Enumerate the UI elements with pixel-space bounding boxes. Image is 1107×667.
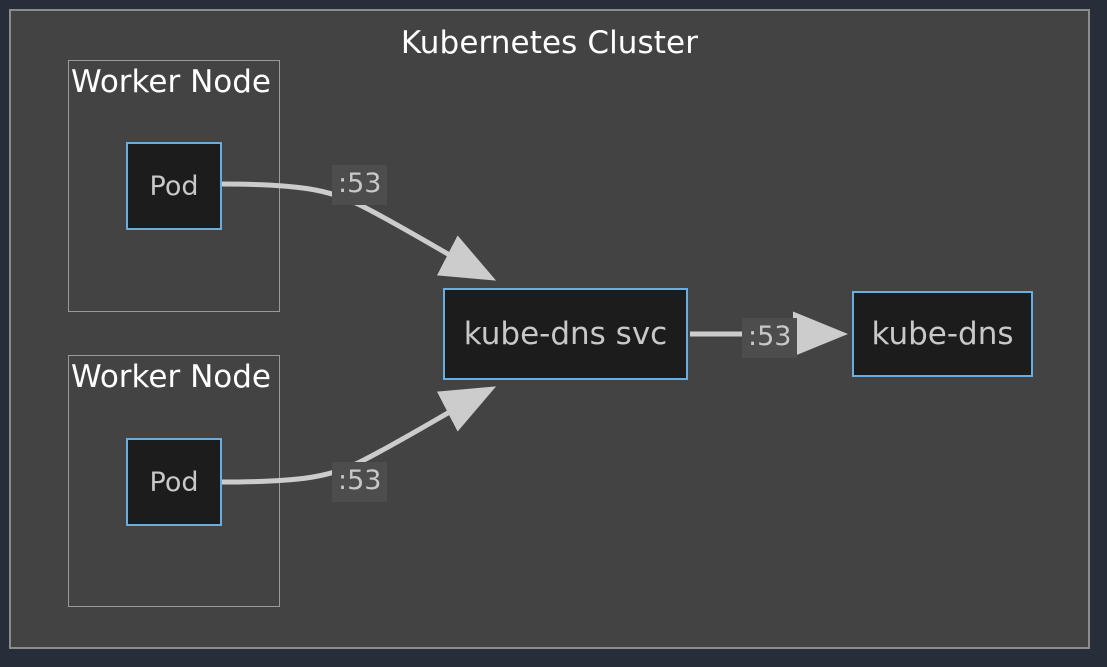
- pod-node-1-label: Pod: [149, 170, 199, 202]
- pod-node-2-label: Pod: [149, 466, 199, 498]
- edge-label-pod1-port: :53: [332, 165, 388, 205]
- cluster-title: Kubernetes Cluster: [400, 25, 699, 61]
- pod-node-2[interactable]: Pod: [126, 438, 222, 526]
- kube-dns-label: kube-dns: [871, 316, 1014, 352]
- worker-node-1-label: Worker Node: [71, 64, 271, 100]
- edge-label-svc-port: :53: [742, 318, 798, 358]
- worker-node-2-label: Worker Node: [71, 359, 271, 395]
- kube-dns-svc-label: kube-dns svc: [463, 316, 668, 352]
- worker-node-1-container: Worker Node: [68, 60, 280, 312]
- pod-node-1[interactable]: Pod: [126, 142, 222, 230]
- edge-label-pod2-port: :53: [332, 462, 388, 502]
- kube-dns-node[interactable]: kube-dns: [852, 291, 1033, 377]
- kube-dns-svc-node[interactable]: kube-dns svc: [443, 288, 688, 380]
